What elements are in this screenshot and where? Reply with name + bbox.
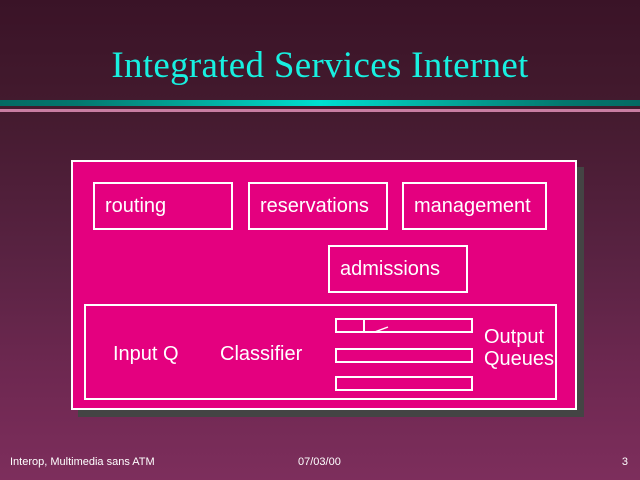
title-divider-rule xyxy=(0,100,640,106)
slide-footer: Interop, Multimedia sans ATM 07/03/00 3 xyxy=(0,450,640,480)
function-box-reservations-label: reservations xyxy=(260,195,369,217)
function-box-admissions-label: admissions xyxy=(340,258,441,280)
footer-date: 07/03/00 xyxy=(298,456,341,468)
packet-tick-icon xyxy=(371,322,391,331)
forwarding-path-group: Input Q Classifier Output Queues xyxy=(84,304,557,400)
function-box-admissions[interactable]: admissions xyxy=(328,245,468,293)
output-queue-bar-3 xyxy=(335,376,473,391)
footer-page-number: 3 xyxy=(621,456,628,468)
title-divider-rule-secondary xyxy=(0,109,640,112)
function-box-management[interactable]: management xyxy=(402,182,547,230)
output-queues-label: Output Queues xyxy=(484,326,554,370)
diagram-panel: routing reservations management admissio… xyxy=(71,160,577,410)
output-queue-bar-1 xyxy=(335,318,473,333)
function-box-routing-label: routing xyxy=(105,195,167,217)
page-title: Integrated Services Internet xyxy=(111,45,529,86)
output-queues-label-line2: Queues xyxy=(484,348,555,370)
classifier-label: Classifier xyxy=(220,343,303,365)
output-queues-label-line1: Output xyxy=(484,326,545,348)
function-box-routing[interactable]: routing xyxy=(93,182,233,230)
input-queue-label: Input Q xyxy=(113,343,179,365)
footer-title: Interop, Multimedia sans ATM xyxy=(10,456,155,468)
function-box-management-label: management xyxy=(414,195,531,217)
function-box-reservations[interactable]: reservations xyxy=(248,182,388,230)
output-queue-bar-2 xyxy=(335,348,473,363)
queue-cell-divider xyxy=(363,320,365,331)
